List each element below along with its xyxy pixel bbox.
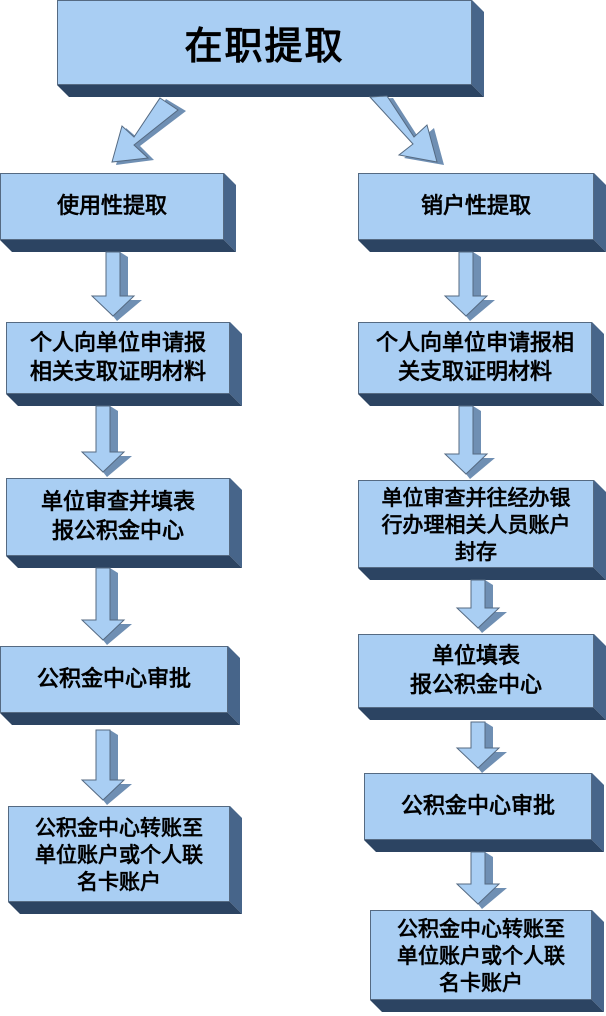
arrow-down-left-2 <box>80 567 132 645</box>
left-step-4-box-bottom-face <box>8 902 242 914</box>
right-header-box: 销户性提取 <box>358 173 594 240</box>
title-box-bottom-face <box>57 85 484 97</box>
arrow-down-right-8 <box>455 851 507 909</box>
right-step-3-box-side-face <box>594 634 606 720</box>
left-header-box: 使用性提取 <box>0 173 224 240</box>
title-box: 在职提取 <box>57 0 472 85</box>
arrow-down-left-0 <box>90 251 142 321</box>
right-step-2-box-bottom-face <box>358 568 606 580</box>
right-step-1-box: 个人向单位申请报相 关支取证明材料 <box>358 322 592 394</box>
left-step-4-box: 公积金中心转账至 单位账户或个人联 名卡账户 <box>8 806 230 902</box>
left-header-box-side-face <box>224 173 236 252</box>
left-step-4-box-side-face <box>230 806 242 914</box>
left-step-2-box: 单位审查并填表 报公积金中心 <box>6 478 230 556</box>
left-step-3-box-bottom-face <box>0 713 240 725</box>
right-step-5-box-bottom-face <box>370 1000 604 1012</box>
right-step-1-box-bottom-face <box>358 394 604 406</box>
arrow-down-left-1 <box>80 405 132 477</box>
arrow-down-left-3 <box>80 729 132 805</box>
right-header-box-side-face <box>594 173 606 252</box>
arrow-title-to-left <box>111 97 186 165</box>
left-step-1-box-bottom-face <box>6 394 242 406</box>
right-step-5-box-side-face <box>592 910 604 1012</box>
arrow-down-right-6 <box>455 579 507 633</box>
right-step-5-box: 公积金中心转账至 单位账户或个人联 名卡账户 <box>370 910 592 1000</box>
left-step-1-box-side-face <box>230 322 242 406</box>
left-step-2-box-side-face <box>230 478 242 568</box>
left-header-box-bottom-face <box>0 240 236 252</box>
arrow-down-right-5 <box>443 405 495 479</box>
left-step-3-box: 公积金中心审批 <box>0 646 228 713</box>
arrow-down-right-4 <box>443 251 495 321</box>
right-step-4-box-side-face <box>592 773 604 852</box>
right-step-2-box: 单位审查并往经办银 行办理相关人员账户 封存 <box>358 480 594 568</box>
right-step-3-box: 单位填表 报公积金中心 <box>358 634 594 708</box>
left-step-1-box: 个人向单位申请报 相关支取证明材料 <box>6 322 230 394</box>
title-box-side-face <box>472 0 484 97</box>
arrow-down-right-7 <box>455 721 507 773</box>
right-step-4-box-bottom-face <box>364 840 604 852</box>
left-step-2-box-bottom-face <box>6 556 242 568</box>
right-step-1-box-side-face <box>592 322 604 406</box>
arrow-title-to-right <box>368 95 444 165</box>
right-step-2-box-side-face <box>594 480 606 580</box>
right-step-4-box: 公积金中心审批 <box>364 773 592 840</box>
right-header-box-bottom-face <box>358 240 606 252</box>
left-step-3-box-side-face <box>228 646 240 725</box>
right-step-3-box-bottom-face <box>358 708 606 720</box>
